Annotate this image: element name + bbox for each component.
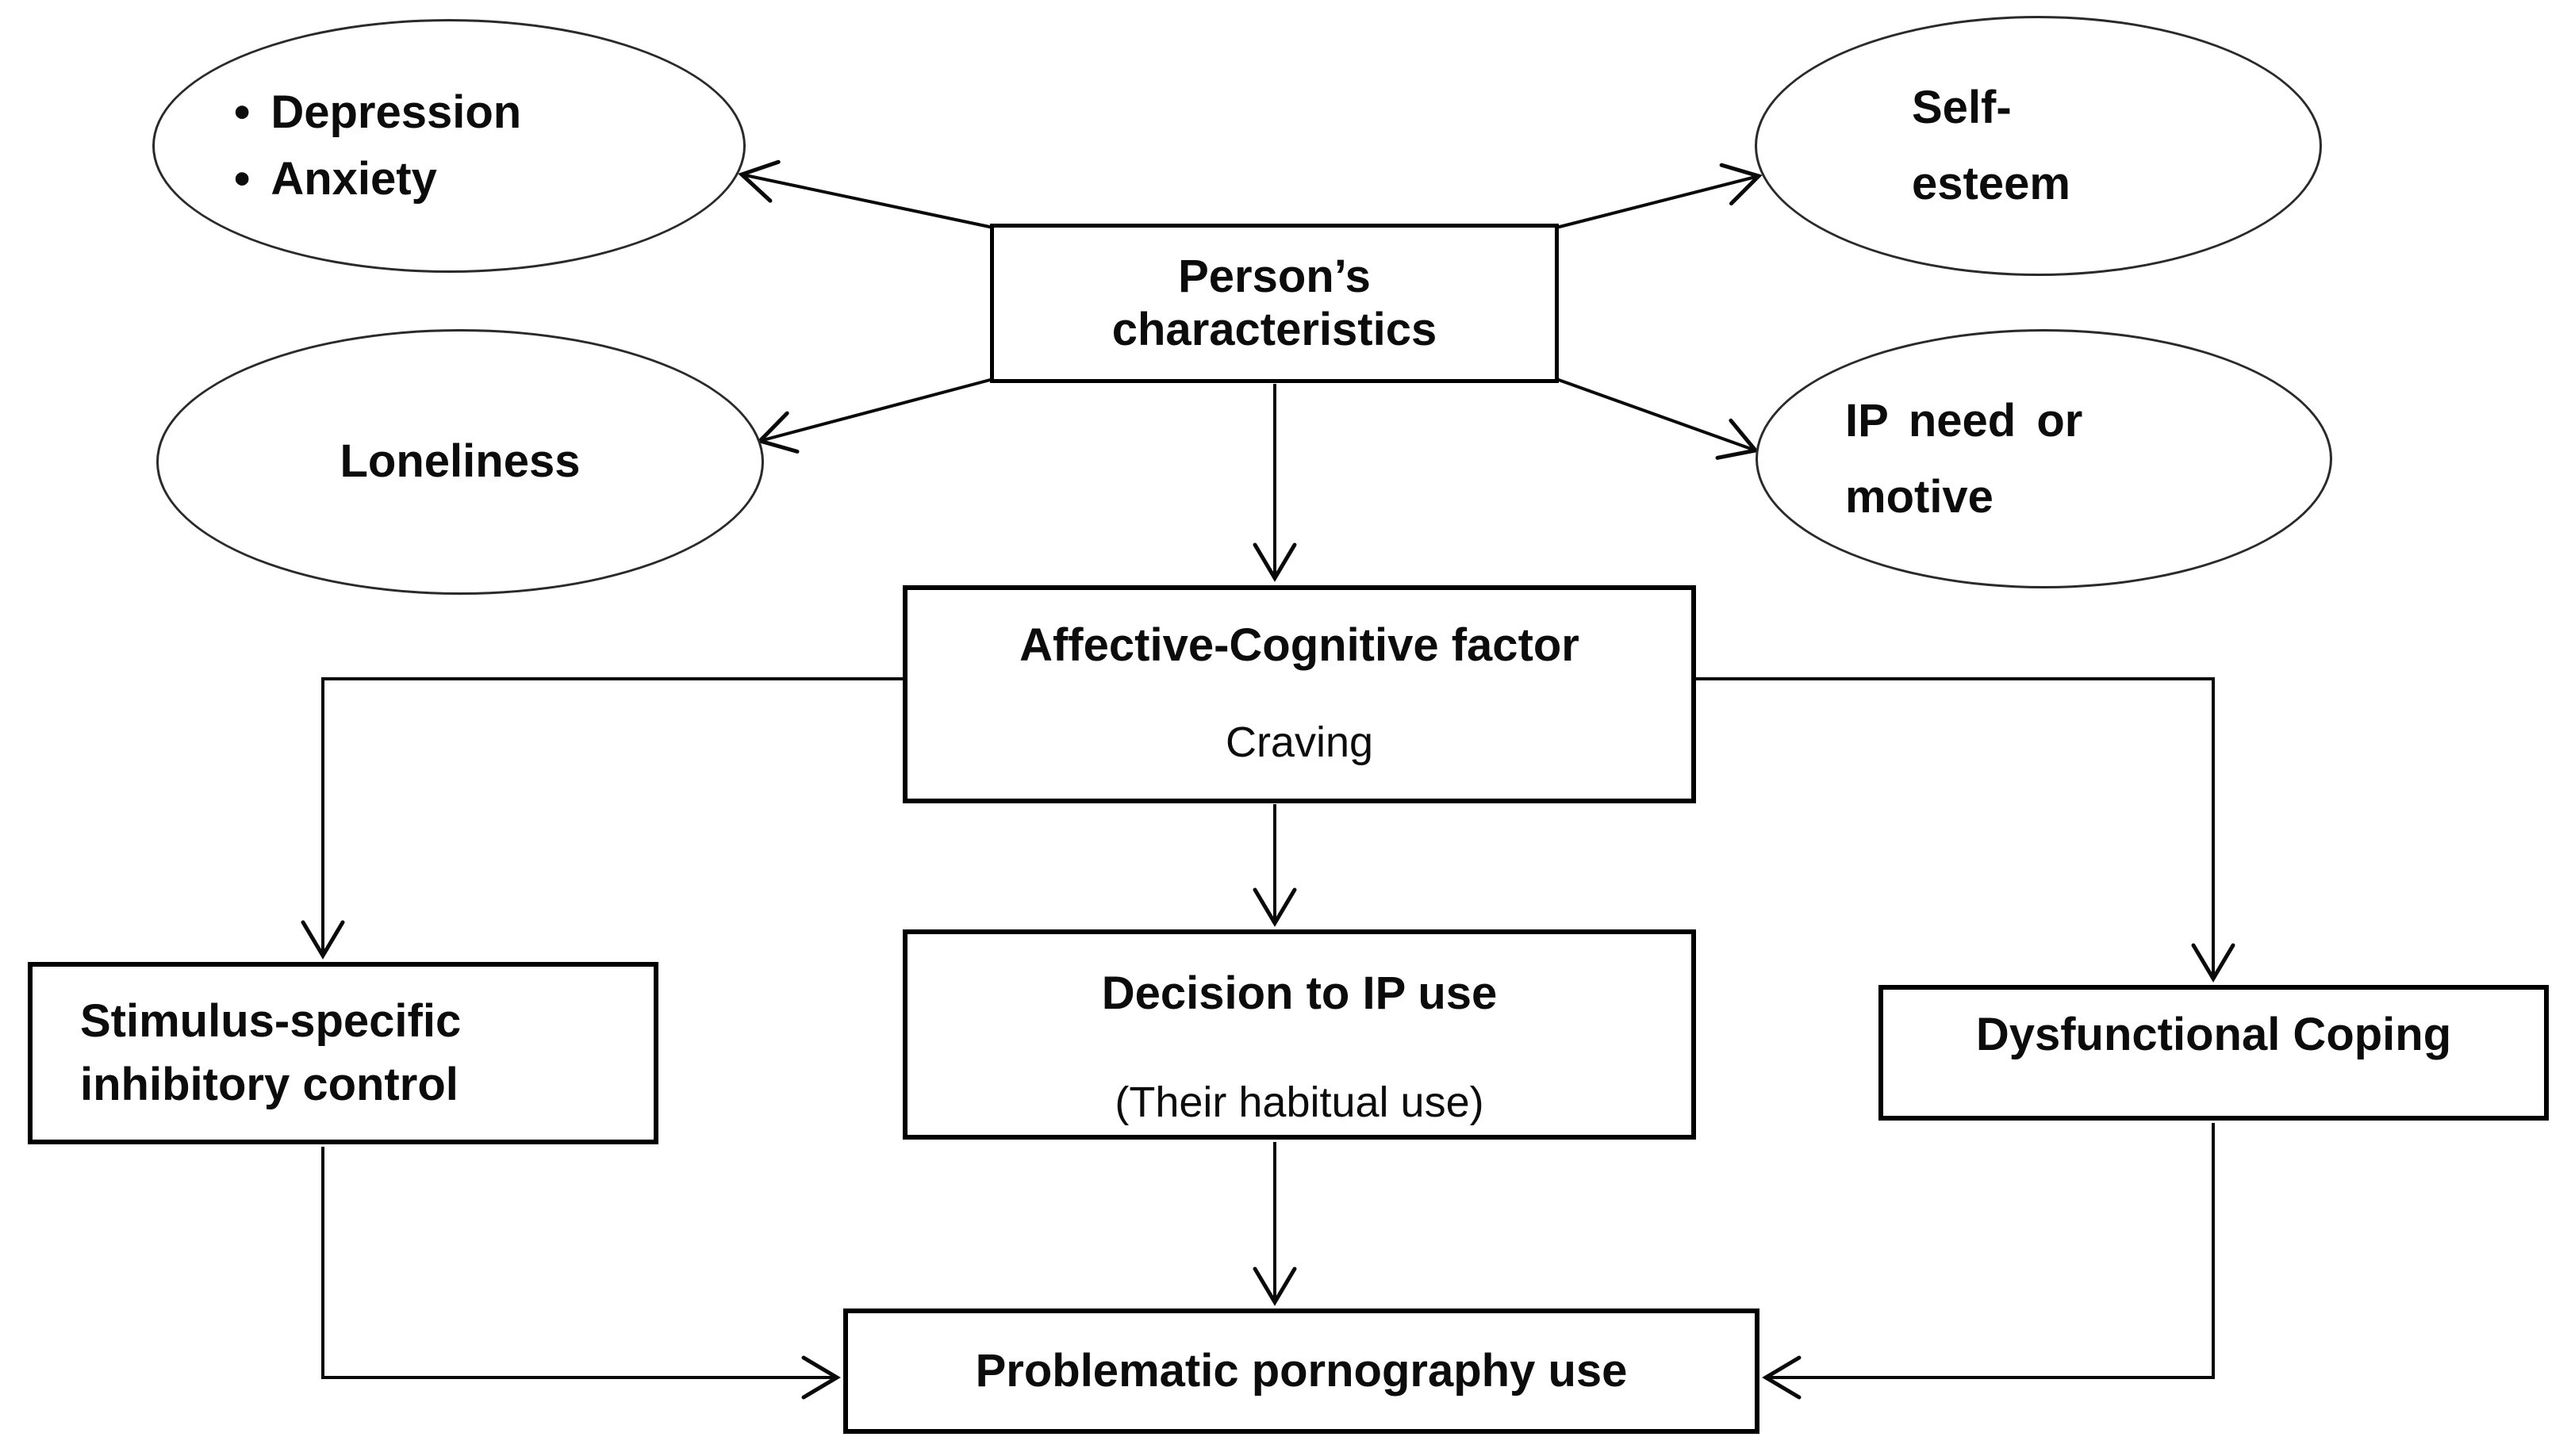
edge-stimulus-to-problematic xyxy=(321,1147,841,1400)
ip-need-label-line2: motive xyxy=(1845,470,1993,523)
edge-person-to-self-esteem xyxy=(1556,163,1763,229)
list-item: • Anxiety xyxy=(234,146,437,213)
bullet-icon: • xyxy=(234,86,251,138)
loneliness-label: Loneliness xyxy=(340,435,581,488)
self-esteem-label-line1: Self- xyxy=(1912,82,2012,134)
edge-person-to-loneliness xyxy=(756,377,994,454)
decision-subtitle: (Their habitual use) xyxy=(1115,1079,1484,1127)
affective-subtitle-craving: Craving xyxy=(1225,718,1374,767)
node-stimulus-specific-inhibitory-control: Stimulus-specific inhibitory control xyxy=(28,962,658,1144)
person-label-line1: Person’s xyxy=(1178,250,1371,302)
stimulus-label-line2: inhibitory control xyxy=(80,1059,459,1110)
dysfunctional-coping-label: Dysfunctional Coping xyxy=(1975,1008,2452,1060)
stimulus-label-line1: Stimulus-specific xyxy=(80,994,462,1047)
anxiety-label: Anxiety xyxy=(271,153,437,205)
edge-affective-to-stimulus xyxy=(301,677,904,960)
edge-dysfunctional-to-problematic xyxy=(1762,1123,2215,1400)
bullet-icon: • xyxy=(234,153,251,205)
node-ip-need-motive: IP need or motive xyxy=(1756,329,2332,588)
edge-affective-to-dysfunctional xyxy=(1694,677,2235,983)
self-esteem-label-line2: esteem xyxy=(1912,158,2070,209)
edge-person-to-ip-need xyxy=(1556,377,1759,460)
list-item: • Depression xyxy=(234,79,521,146)
decision-title: Decision to IP use xyxy=(1101,967,1498,1019)
depression-label: Depression xyxy=(271,86,522,138)
ip-need-label-line1: IP need or xyxy=(1845,394,2083,446)
node-affective-cognitive-factor: Affective-Cognitive factor Craving xyxy=(903,585,1696,803)
problematic-pornography-use-label: Problematic pornography use xyxy=(975,1344,1628,1397)
node-problematic-pornography-use: Problematic pornography use xyxy=(843,1308,1759,1434)
node-loneliness: Loneliness xyxy=(156,329,764,595)
node-self-esteem: Self- esteem xyxy=(1755,16,2322,276)
node-depression-anxiety: • Depression • Anxiety xyxy=(152,19,746,273)
affective-title: Affective-Cognitive factor xyxy=(1019,619,1579,671)
node-decision-to-ip-use: Decision to IP use (Their habitual use) xyxy=(903,929,1696,1140)
person-label-line2: characteristics xyxy=(1111,303,1437,355)
node-person-characteristics: Person’s characteristics xyxy=(990,224,1559,383)
edge-person-to-depression-anxiety xyxy=(738,159,994,229)
node-dysfunctional-coping: Dysfunctional Coping xyxy=(1878,985,2549,1121)
